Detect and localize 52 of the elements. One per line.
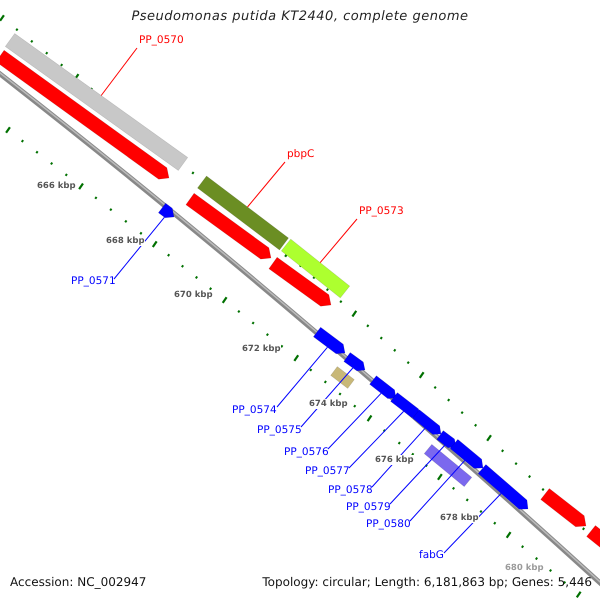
gene-feature <box>540 488 586 528</box>
gene-feature <box>478 464 528 510</box>
leader-line <box>114 216 165 280</box>
leader-line <box>328 392 382 450</box>
gene-feature <box>158 202 174 218</box>
position-label: 672 kbp <box>242 344 281 354</box>
leader-line <box>444 493 502 554</box>
gene-feature <box>343 352 366 372</box>
gene-feature <box>185 192 272 260</box>
leader-line <box>320 218 358 264</box>
gene-label: PP_0573 <box>359 205 404 218</box>
position-label: 674 kbp <box>309 399 348 409</box>
leader-line <box>348 410 404 468</box>
gene-feature <box>586 525 600 549</box>
gene-feature <box>330 366 355 389</box>
position-label: 678 kbp <box>440 513 479 523</box>
gene-feature <box>0 50 170 180</box>
gene-label: PP_0577 <box>305 465 350 478</box>
gene-feature <box>412 409 442 435</box>
leader-line <box>390 444 446 504</box>
genome-stats-text: Topology: circular; Length: 6,181,863 bp; Genes: 5,446 <box>262 575 592 589</box>
gene-label: PP_0579 <box>346 501 391 514</box>
accession-text: Accession: NC_002947 <box>10 575 146 589</box>
gene-feature <box>424 444 472 488</box>
gene-label: fabG <box>419 549 444 562</box>
gene-label: PP_0578 <box>328 484 373 497</box>
gene-label: PP_0575 <box>257 424 302 437</box>
gene-feature <box>450 438 484 469</box>
gene-feature <box>268 256 332 307</box>
gene-label: PP_0580 <box>366 518 411 531</box>
gene-feature <box>197 176 289 250</box>
gene-label: PP_0576 <box>284 446 329 459</box>
position-label: 670 kbp <box>174 290 213 300</box>
leader-line <box>247 162 286 208</box>
gene-label: pbpC <box>287 148 314 161</box>
gene-feature <box>369 375 396 399</box>
position-label: 676 kbp <box>375 455 414 465</box>
gene-label: PP_0571 <box>71 275 116 288</box>
genome-title: Pseudomonas putida KT2440, complete genome <box>130 9 470 24</box>
position-label: 666 kbp <box>37 181 76 191</box>
position-label: 668 kbp <box>106 236 145 246</box>
leader-line <box>276 346 328 408</box>
gene-label: PP_0574 <box>232 404 277 417</box>
leader-line <box>100 48 138 96</box>
leader-line <box>410 460 466 522</box>
gene-feature <box>436 430 456 448</box>
gene-feature <box>280 238 350 298</box>
gene-feature <box>312 326 346 354</box>
position-label: 680 kbp <box>505 563 544 573</box>
gene-feature <box>4 33 188 171</box>
gene-feature <box>390 392 420 418</box>
gene-label: PP_0570 <box>139 34 184 47</box>
